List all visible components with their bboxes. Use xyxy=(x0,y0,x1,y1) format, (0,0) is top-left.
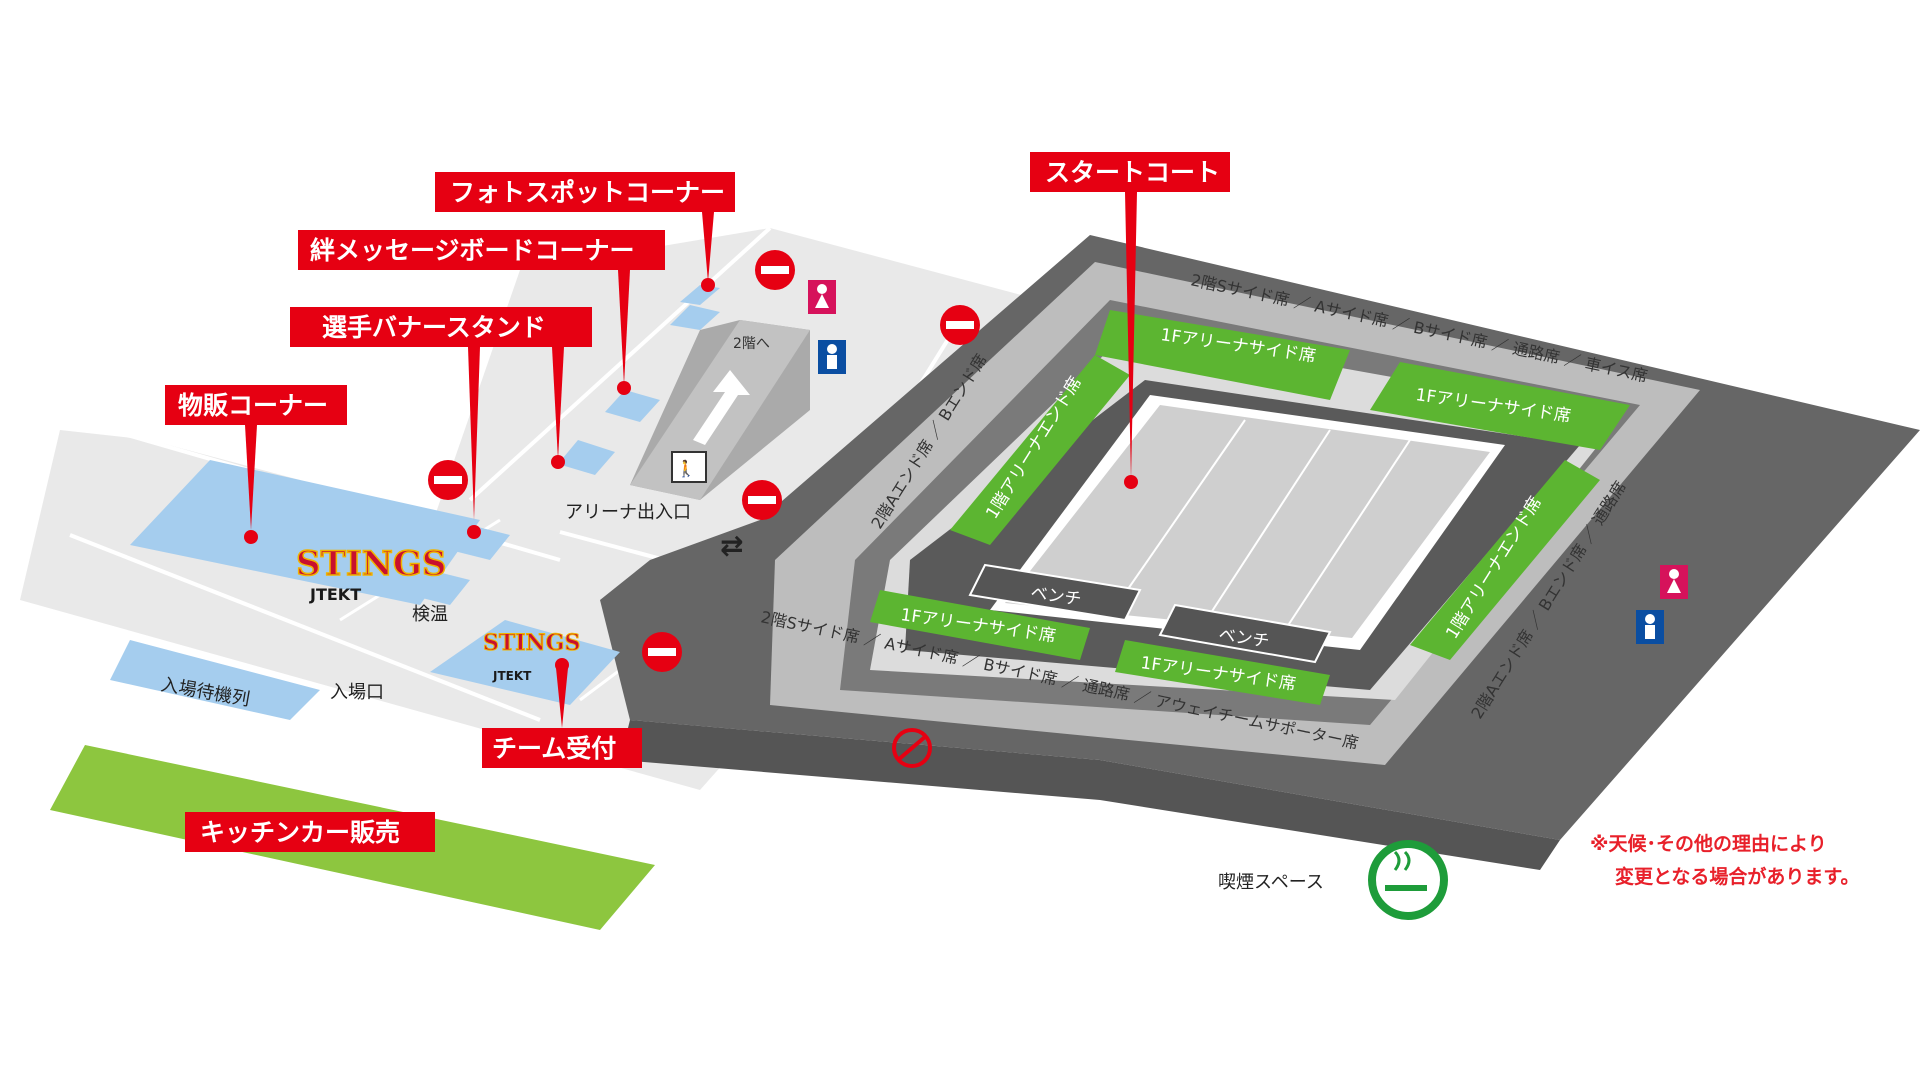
callout-photo-spot: フォトスポットコーナー xyxy=(435,172,735,282)
svg-text:フォトスポットコーナー: フォトスポットコーナー xyxy=(450,178,725,207)
svg-text:🚶: 🚶 xyxy=(676,459,696,478)
callout-team-reception: チーム受付 xyxy=(482,668,642,768)
svg-text:STINGS: STINGS xyxy=(483,630,580,656)
notice-line-2: 変更となる場合があります。 xyxy=(1615,865,1860,888)
no-entry-icon xyxy=(755,250,795,290)
no-entry-icon xyxy=(940,305,980,345)
stairs-icon xyxy=(671,451,707,483)
stairs-2f: 2階へ 🚶 xyxy=(630,320,810,500)
stings-logo-large: STINGS JTEKT xyxy=(295,543,447,604)
notice-line-1: ※天候･その他の理由により xyxy=(1590,832,1827,855)
smoking-area-label: 喫煙スペース xyxy=(1218,872,1324,893)
callout-banner-stand: 選手バナースタンド xyxy=(290,307,592,520)
svg-text:JTEKT: JTEKT xyxy=(492,669,532,683)
temperature-check-label: 検温 xyxy=(412,604,448,625)
callout-markers xyxy=(244,278,1138,672)
callout-start-court: スタートコート xyxy=(1030,152,1230,480)
change-notice: ※天候･その他の理由により 変更となる場合があります。 xyxy=(1590,832,1860,888)
arena-entrance-label: アリーナ出入口 xyxy=(565,502,691,523)
svg-text:JTEKT: JTEKT xyxy=(309,585,361,604)
arrow-up-icon xyxy=(693,370,750,445)
second-floor-label: 2階へ xyxy=(733,336,770,352)
no-entry-icon xyxy=(642,632,682,672)
restroom-signs xyxy=(808,280,1688,644)
callout-kitchen-car: キッチンカー販売 xyxy=(185,812,435,852)
smoking-icon xyxy=(1368,840,1448,920)
callout-merch: 物販コーナー xyxy=(165,385,347,530)
stings-logo-small: STINGS JTEKT xyxy=(483,630,581,684)
no-entry-icon xyxy=(892,728,932,768)
svg-text:スタートコート: スタートコート xyxy=(1045,158,1220,187)
svg-text:チーム受付: チーム受付 xyxy=(492,734,616,763)
no-entry-icon xyxy=(742,480,782,520)
entrance-label: 入場口 xyxy=(330,682,384,703)
blue-areas xyxy=(110,285,720,720)
svg-text:キッチンカー販売: キッチンカー販売 xyxy=(200,818,400,847)
no-entry-icon xyxy=(428,460,468,500)
svg-text:絆メッセージボードコーナー: 絆メッセージボードコーナー xyxy=(310,236,635,265)
double-arrow-icon: ⇄ xyxy=(720,529,743,562)
svg-text:選手バナースタンド: 選手バナースタンド xyxy=(322,313,546,342)
svg-text:STINGS: STINGS xyxy=(296,544,446,584)
benches: ベンチ ベンチ xyxy=(968,563,1332,664)
svg-text:物販コーナー: 物販コーナー xyxy=(178,391,328,420)
callout-message-board: 絆メッセージボードコーナー xyxy=(298,230,665,385)
start-court-floor xyxy=(1005,405,1490,638)
no-entry-signs xyxy=(428,250,980,768)
